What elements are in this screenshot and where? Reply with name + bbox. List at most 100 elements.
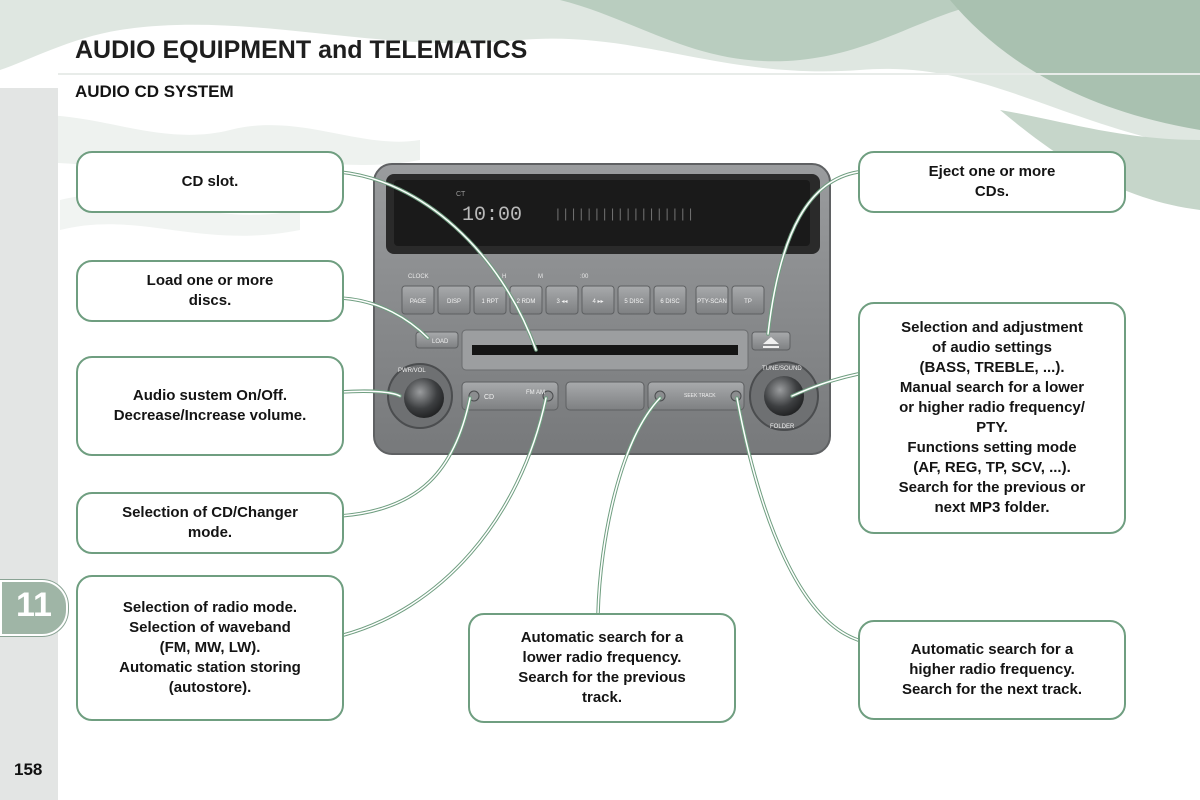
callout-audio-settings: Selection and adjustment of audio settin… [858,302,1126,534]
label-clock: CLOCK [408,274,429,280]
preset-button-row: PAGE DISP 1 RPT 2 RDM 3 ◂◂ 4 ▸▸ 5 DISC 6 DISC PT… [401,285,765,315]
cd-button [461,381,559,411]
preset-button-body [545,285,579,315]
chapter-number: 11 [16,586,52,624]
callout-line: Selection of waveband [129,619,291,636]
preset-button-label: PAGE [410,299,426,305]
callout-line: Search for the next track. [901,681,1083,698]
callout-radio-mode: Selection of radio mode. Selection of wa… [76,575,344,721]
callout-cd-changer: Selection of CD/Changer mode. [76,492,344,554]
preset-button-label: TP [744,299,752,305]
preset-button-body [401,285,435,315]
callout-line: (FM, MW, LW). [159,639,261,656]
label-plusminus: :00 [580,274,589,280]
preset-button[interactable]: 1 RPT [473,285,507,315]
callout-seek-up: Automatic search for a higher radio freq… [858,620,1126,720]
display-ct-label: CT [456,191,466,198]
preset-button-body [731,285,765,315]
callout-eject: Eject one or more CDs. [858,151,1126,213]
preset-button[interactable]: PTY-SCAN [695,285,729,315]
callout-line: Eject one or more [928,163,1056,180]
section-subtitle: AUDIO CD SYSTEM [75,82,234,101]
callout-line: next MP3 folder. [934,499,1050,516]
preset-button-label: 1 RPT [481,299,498,305]
callout-power-volume: Audio sustem On/Off. Decrease/Increase v… [76,356,344,456]
callout-line: Automatic station storing [119,659,301,676]
preset-button-label: 6 DISC [660,299,680,305]
preset-button[interactable]: 6 DISC [653,285,687,315]
preset-button[interactable]: 4 ▸▸ [581,285,615,315]
callout-line: Automatic search for a [910,641,1074,658]
preset-button-body [653,285,687,315]
callout-line: Search for the previous [518,669,686,686]
fm-am-button-label: FM AM [526,390,545,396]
callout-line: higher radio frequency. [909,661,1075,678]
display-screen [394,180,810,246]
chapter-tab[interactable]: 11 [0,580,68,636]
callout-line: PTY. [976,419,1008,436]
callout-line: Decrease/Increase volume. [113,407,307,424]
label-h: H [502,274,506,280]
callout-seek-down: Automatic search for a lower radio frequ… [468,613,736,723]
callout-line: CD slot. [181,173,239,190]
blank-button [565,381,645,411]
eject-icon [763,337,779,348]
display-text-segments: |||||||||||||||||| [554,207,694,222]
preset-button[interactable]: 3 ◂◂ [545,285,579,315]
callout-line: Selection of CD/Changer [122,504,298,521]
callout-line: discs. [188,292,232,309]
pwr-vol-label: PWR/VOL [398,368,426,374]
preset-button-body [437,285,471,315]
tune-sound-knob [764,376,804,416]
callout-cd-slot: CD slot. [76,151,344,213]
load-button-label: LOAD [432,339,449,345]
cd-button-label: CD [484,394,494,401]
callout-line: CDs. [974,183,1010,200]
page-title: AUDIO EQUIPMENT and TELEMATICS [75,36,528,64]
preset-button[interactable]: TP [731,285,765,315]
tune-sound-label: TUNE/SOUND [762,366,802,372]
preset-button-body [581,285,615,315]
callout-line: or higher radio frequency/ [899,399,1085,416]
callout-line: Automatic search for a [520,629,684,646]
preset-button-body [617,285,651,315]
display-clock: 10:00 [462,204,522,227]
callout-load: Load one or more discs. [76,260,344,322]
preset-button-label: DISP [447,299,461,305]
preset-button[interactable]: PAGE [401,285,435,315]
preset-button-label: 5 DISC [624,299,644,305]
pwr-vol-knob [404,378,444,418]
folder-label: FOLDER [770,424,795,430]
callout-line: track. [581,689,623,706]
preset-button-body [473,285,507,315]
page-number: 158 [14,760,43,779]
callout-line: Functions setting mode [907,439,1077,456]
header-divider [58,73,1200,75]
cd-slot [472,345,738,355]
seek-track-label: SEEK TRACK [684,393,716,399]
callout-line: Search for the previous or [898,479,1086,496]
preset-button[interactable]: DISP [437,285,471,315]
preset-button-label: 4 ▸▸ [592,299,603,305]
callout-line: Selection of radio mode. [122,599,298,616]
label-m: M [538,274,543,280]
callout-line: Manual search for a lower [899,379,1085,396]
seek-button [647,381,745,411]
preset-button-label: PTY-SCAN [697,299,727,305]
callout-line: Selection and adjustment [901,319,1083,336]
callout-line: lower radio frequency. [522,649,682,666]
preset-button[interactable]: 5 DISC [617,285,651,315]
callout-line: of audio settings [932,339,1052,356]
left-margin-band [0,88,58,800]
callout-line: (autostore). [168,679,252,696]
preset-button-label: 2 RDM [517,299,536,305]
callout-line: (AF, REG, TP, SCV, ...). [913,459,1071,476]
callout-line: (BASS, TREBLE, ...). [919,359,1065,376]
callout-line: Load one or more [146,272,274,289]
preset-button-label: 3 ◂◂ [556,299,567,305]
callout-line: mode. [187,524,233,541]
callout-line: Audio sustem On/Off. [132,387,288,404]
preset-button-body [695,285,729,315]
